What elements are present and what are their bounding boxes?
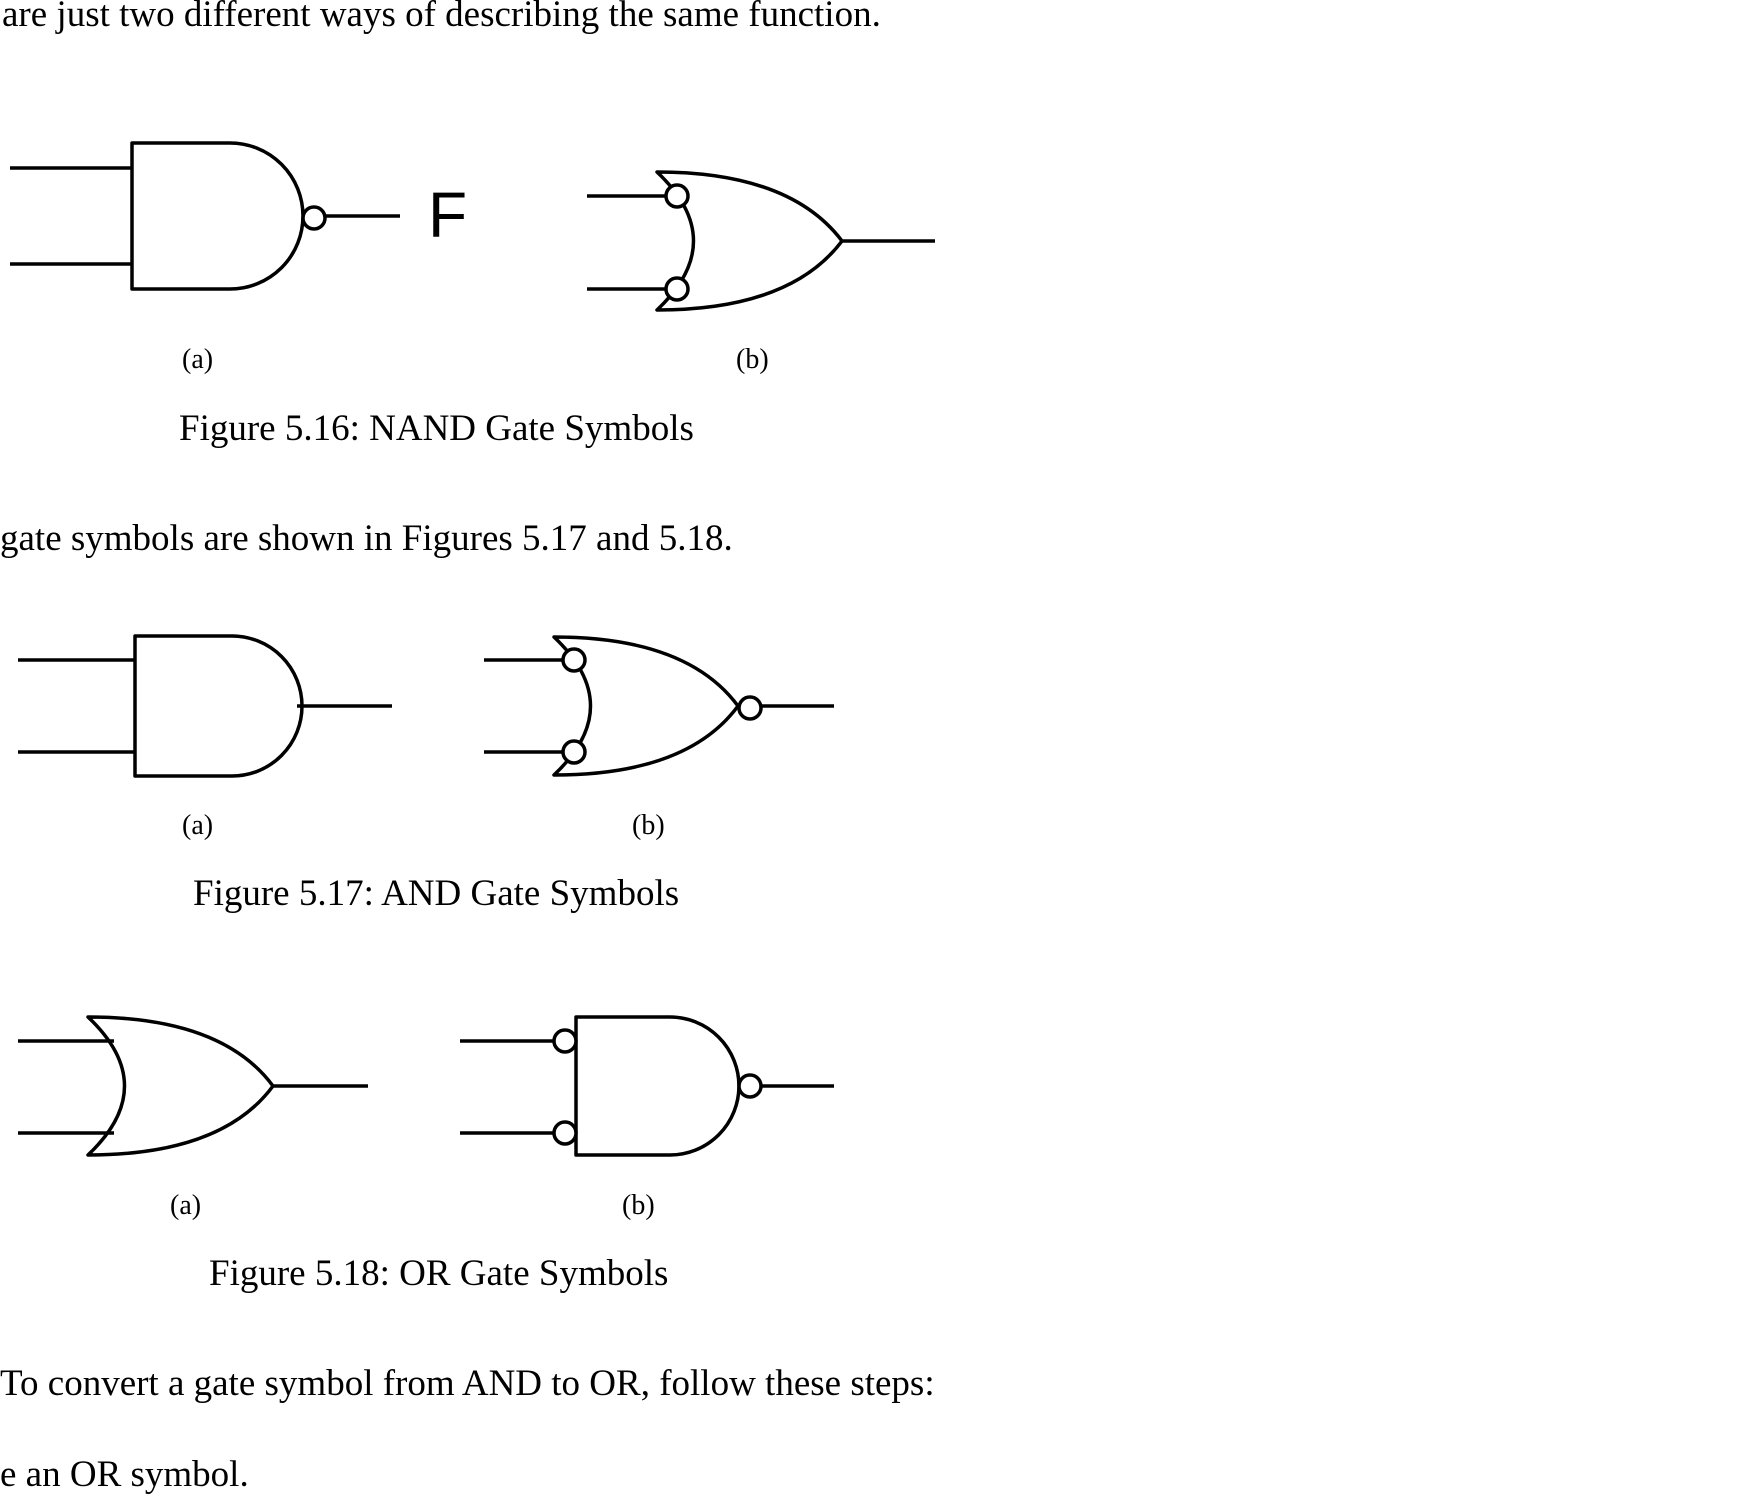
fig-5-17a-and-gate	[18, 634, 392, 778]
output-bubble	[737, 695, 763, 721]
fig-5-16a-nand-gate	[10, 141, 400, 291]
input-bubble-1	[561, 647, 587, 673]
input-bubble-2	[561, 739, 587, 765]
fig-5-18a-or-gate	[18, 1015, 368, 1157]
fig-5-17b-nor-gate-inverted-inputs	[484, 635, 834, 777]
and-body	[133, 634, 304, 778]
output-bubble	[737, 1073, 763, 1099]
paragraph-top-line: are just two different ways of describin…	[2, 0, 881, 35]
output-label-f: F	[428, 179, 468, 251]
fig-5-18b-nand-gate-inverted-inputs	[460, 1015, 834, 1157]
fig-5-17-caption: Figure 5.17: AND Gate Symbols	[193, 873, 680, 914]
paragraph-bottom-line-1: To convert a gate symbol from AND to OR,…	[0, 1363, 935, 1404]
fig-5-16-caption: Figure 5.16: NAND Gate Symbols	[179, 408, 694, 449]
fig-5-17-label-b: (b)	[632, 810, 665, 841]
fig-5-17-label-a: (a)	[182, 810, 214, 841]
input-bubble-1	[664, 183, 690, 209]
inversion-bubble	[301, 205, 327, 231]
input-bubble-1	[552, 1028, 578, 1054]
input-bubble-2	[664, 276, 690, 302]
and-body	[574, 1015, 741, 1157]
fig-5-18-label-a: (a)	[170, 1190, 202, 1221]
or-body	[86, 1015, 275, 1157]
input-bubble-2	[552, 1120, 578, 1146]
fig-5-16b-or-gate-inverted-inputs	[587, 170, 935, 312]
and-body	[130, 141, 305, 291]
fig-5-18-label-b: (b)	[622, 1190, 655, 1221]
fig-5-16-label-b: (b)	[736, 344, 769, 375]
fig-5-16-label-a: (a)	[182, 344, 214, 375]
or-body	[552, 635, 740, 777]
paragraph-bottom-line-2: e an OR symbol.	[0, 1454, 249, 1495]
paragraph-mid-line: gate symbols are shown in Figures 5.17 a…	[0, 518, 733, 559]
fig-5-18-caption: Figure 5.18: OR Gate Symbols	[209, 1253, 669, 1294]
or-body	[655, 170, 844, 312]
